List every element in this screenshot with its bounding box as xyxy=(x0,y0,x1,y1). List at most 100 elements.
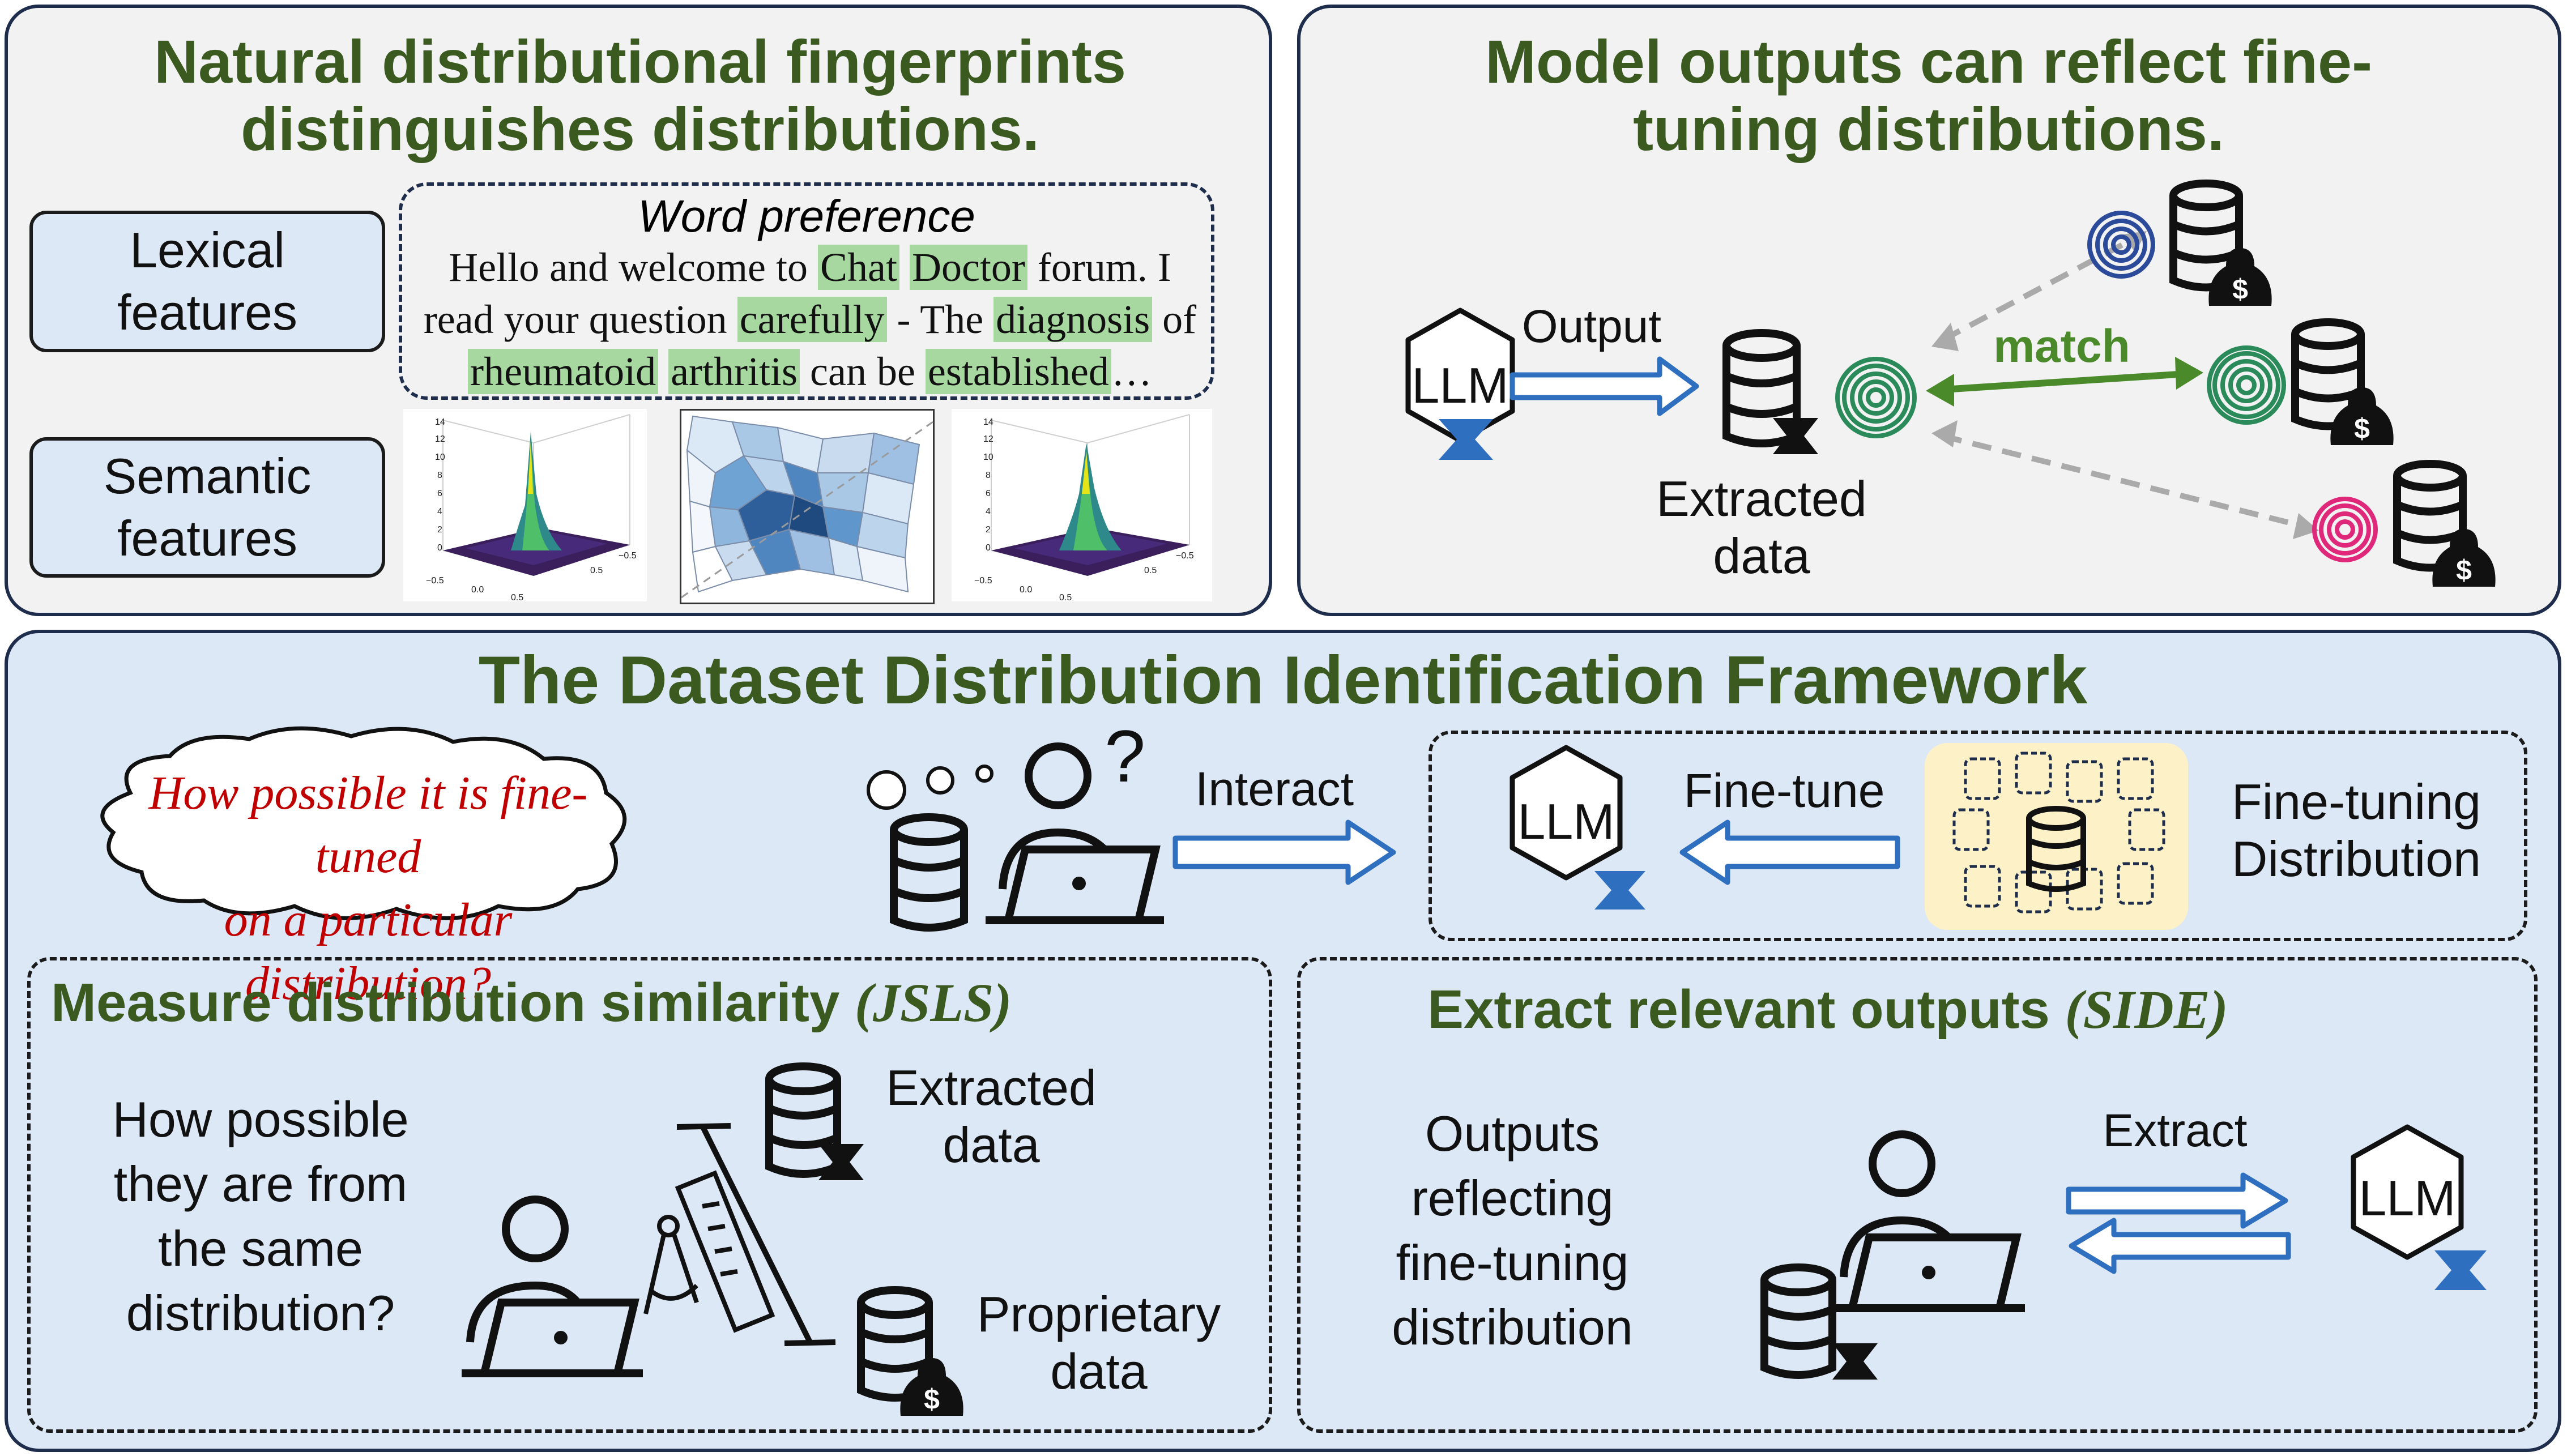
money-bag-icon xyxy=(900,1358,963,1416)
framework-title: The Dataset Distribution Identification … xyxy=(478,642,2088,718)
extract-outputs-line4: distribution xyxy=(1392,1299,1633,1355)
thought-bubble xyxy=(867,770,906,810)
surface-plot-2-svg: 14 12 10 8 6 4 2 0 −0.5 0.0 0.5 0.5 −0.5 xyxy=(974,414,1194,603)
hl-word-chat: Chat xyxy=(817,245,899,290)
sample-seg2: forum. I read your question xyxy=(423,245,1171,342)
user-laptop-icon xyxy=(1830,1130,2025,1312)
voronoi-plot-svg xyxy=(681,415,933,599)
plot1-z-4: 4 xyxy=(437,507,442,516)
hourglass-icon xyxy=(818,1144,864,1180)
hl-word-established: established xyxy=(925,349,1111,394)
plot1-z-2: 2 xyxy=(437,525,442,535)
measure-question: How possible they are from the same dist… xyxy=(68,1087,453,1346)
llm-hexagon-bottom xyxy=(1510,745,1623,881)
extract-arrow-left xyxy=(2069,1218,2291,1274)
svg-text:$: $ xyxy=(2232,274,2248,305)
model-outputs-title: Model outputs can reflect fine- tuning d… xyxy=(1325,28,2532,163)
fingerprints-title-line1: Natural distributional fingerprints xyxy=(153,27,1127,96)
lexical-features-label: Lexical features xyxy=(117,222,297,340)
plot1-z-10: 10 xyxy=(435,452,445,462)
model-outputs-title-line1: Model outputs can reflect fine- xyxy=(1485,27,2373,96)
model-outputs-title-line2: tuning distributions. xyxy=(1633,94,2224,163)
finetune-box xyxy=(1429,731,2527,941)
interact-label: Interact xyxy=(1195,762,1354,815)
svg-text:$: $ xyxy=(2354,413,2370,445)
extract-title: Extract relevant outputs (SIDE) xyxy=(1320,980,2515,1040)
cloud-question: How possible it is fine-tuned on a parti… xyxy=(113,762,623,1015)
hl-word-carefully: carefully xyxy=(737,297,887,342)
extracted-database-icon xyxy=(1760,1263,1836,1379)
measure-proprietary-label: Proprietary data xyxy=(957,1286,1240,1400)
plot2-z-2: 2 xyxy=(986,525,991,535)
semantic-features-box: Semantic features xyxy=(29,437,385,578)
money-bag-icon xyxy=(2208,248,2272,306)
fingerprint-icon xyxy=(2087,211,2155,279)
plot1-y-neg: −0.5 xyxy=(619,551,637,561)
question-mark-icon: ? xyxy=(1105,715,1145,797)
fingerprint-icon xyxy=(2312,497,2378,562)
surface-plot-1: 14 12 10 8 6 4 2 0 −0.5 0.0 0.5 0.5 −0.5 xyxy=(403,409,647,603)
semantic-features-label: Semantic features xyxy=(103,448,312,566)
finetune-distribution-cloud xyxy=(1925,743,2188,930)
thought-bubble xyxy=(926,766,954,795)
extract-outputs-line2: reflecting xyxy=(1411,1170,1614,1226)
fingerprint-icon xyxy=(1835,357,1917,438)
output-arrow xyxy=(1510,356,1699,416)
cloud-question-line2: on a particular distribution? xyxy=(224,894,513,1010)
plot2-z-4: 4 xyxy=(986,507,991,516)
measure-proprietary-line2: data xyxy=(1050,1343,1148,1400)
measure-box xyxy=(27,957,1272,1433)
hl-word-diagnosis: diagnosis xyxy=(993,297,1153,342)
measure-title-text: Measure distribution similarity xyxy=(51,972,855,1033)
finetune-arrow xyxy=(1679,819,1900,885)
plot2-z-0: 0 xyxy=(986,543,991,553)
plot2-y-pos: 0.5 xyxy=(1144,566,1157,575)
plot2-z-12: 12 xyxy=(983,434,993,444)
cloud-question-line1: How possible it is fine-tuned xyxy=(148,767,588,883)
fingerprints-title: Natural distributional fingerprints dist… xyxy=(45,28,1235,163)
sample-seg4: of xyxy=(1152,297,1197,342)
svg-text:$: $ xyxy=(2456,554,2472,586)
extract-outputs-line3: fine-tuning xyxy=(1396,1235,1629,1291)
fingerprint-icon xyxy=(2207,345,2286,425)
measure-q-line4: distribution? xyxy=(126,1285,395,1341)
word-preference-sample: Hello and welcome to Chat Doctor forum. … xyxy=(419,241,1201,398)
measure-extracted-label: Extracted data xyxy=(861,1059,1122,1173)
user-laptop-icon xyxy=(462,1195,643,1377)
plot1-x-pos: 0.5 xyxy=(511,593,523,603)
lexical-features-box: Lexical features xyxy=(29,211,385,352)
measure-q-line3: the same xyxy=(158,1220,363,1276)
extracted-label-line2: data xyxy=(1713,528,1810,584)
voronoi-plot xyxy=(680,409,935,604)
extract-arrow-right xyxy=(2066,1172,2288,1229)
ft-dist-line1: Fine-tuning xyxy=(2231,774,2481,830)
extracted-data-label-top: Extracted data xyxy=(1631,470,1892,584)
sample-seg1: Hello and welcome to xyxy=(449,245,818,290)
database-icon xyxy=(2026,806,2086,892)
sample-seg3: - The xyxy=(886,297,994,342)
plot1-y-pos: 0.5 xyxy=(590,566,603,575)
plot2-x-0: 0.0 xyxy=(1020,585,1032,595)
extracted-label-line1: Extracted xyxy=(1656,471,1867,527)
measure-proprietary-line1: Proprietary xyxy=(977,1286,1221,1342)
plot2-x-pos: 0.5 xyxy=(1059,593,1072,603)
money-bag-icon xyxy=(2432,529,2496,587)
extract-title-tag: (SIDE) xyxy=(2065,979,2228,1040)
finetune-label: Fine-tune xyxy=(1683,764,1885,817)
hourglass-icon xyxy=(1773,418,1818,454)
money-bag-icon xyxy=(2330,387,2394,445)
output-label: Output xyxy=(1521,301,1662,352)
surface-plot-2: 14 12 10 8 6 4 2 0 −0.5 0.0 0.5 0.5 −0.5 xyxy=(952,409,1212,603)
plot1-z-14: 14 xyxy=(435,417,445,427)
fingerprints-title-line2: distinguishes distributions. xyxy=(240,94,1040,163)
llm-label-top: LLM xyxy=(1412,357,1509,413)
interact-arrow xyxy=(1172,819,1396,885)
ft-dist-line2: Distribution xyxy=(2231,831,2481,887)
extract-outputs-text: Outputs reflecting fine-tuning distribut… xyxy=(1348,1101,1677,1360)
sample-seg5: can be xyxy=(800,349,926,394)
extract-title-text: Extract relevant outputs xyxy=(1427,979,2065,1040)
finetune-distribution-label: Fine-tuning Distribution xyxy=(2198,773,2515,887)
